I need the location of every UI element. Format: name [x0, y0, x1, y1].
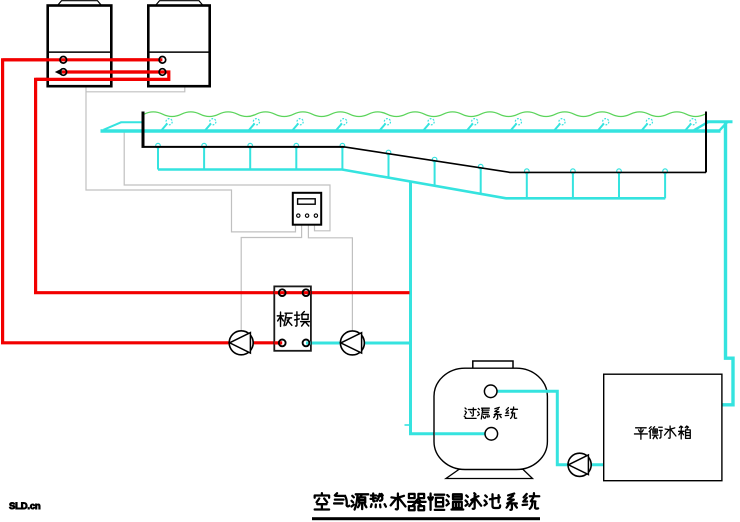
svg-text:SLD.cn: SLD.cn: [9, 501, 41, 512]
